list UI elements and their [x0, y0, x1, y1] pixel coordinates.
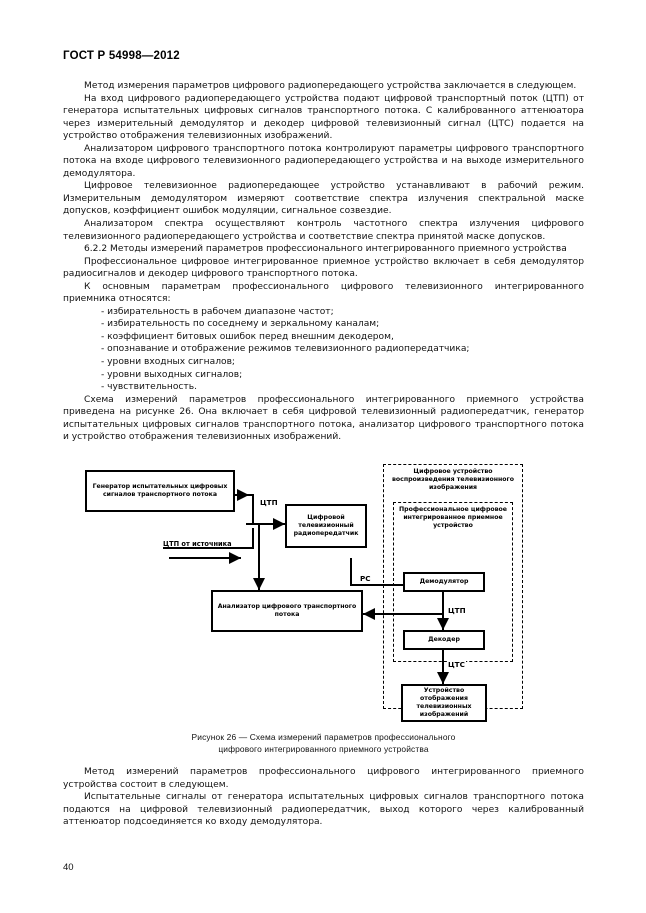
label-cts: ЦТС	[447, 660, 466, 669]
list-item: - опознавание и отображение режимов теле…	[101, 344, 470, 355]
figure-caption-line1: Рисунок 26 — Схема измерений параметров …	[191, 732, 456, 742]
receiver-label: Профессиональное цифровое интегрированно…	[399, 506, 507, 530]
page-header: ГОСТ Р 54998—2012	[63, 50, 180, 62]
paragraph: На вход цифрового радиопередающего устро…	[63, 93, 584, 142]
label-ctp-top: ЦТП	[259, 498, 279, 507]
paragraph: Схема измерений параметров профессиональ…	[63, 394, 584, 443]
list-item: - уровни входных сигналов;	[101, 357, 235, 368]
playback-device-label: Цифровое устройство воспроизведения теле…	[392, 468, 514, 492]
block-demodulator: Демодулятор	[403, 572, 485, 592]
document-body-bottom: Метод измерений параметров профессиональ…	[63, 766, 584, 829]
figure-caption: Рисунок 26 — Схема измерений параметров …	[63, 731, 584, 755]
paragraph: Метод измерений параметров профессиональ…	[63, 767, 584, 790]
paragraph: Профессиональное цифровое интегрированно…	[63, 256, 584, 280]
paragraph: Цифровое телевизионное радиопередающее у…	[63, 181, 584, 217]
block-generator: Генератор испытательных цифровых сигнало…	[85, 470, 235, 512]
block-display: Устройство отображения телевизионных изо…	[401, 684, 487, 722]
paragraph: К основным параметрам профессионального …	[63, 281, 584, 305]
figure-caption-line2: цифрового интегрированного приемного уст…	[218, 744, 429, 754]
paragraph: Анализатором цифрового транспортного пот…	[63, 143, 584, 179]
list-item: - избирательность в рабочем диапазоне ча…	[101, 306, 334, 317]
list-item: - чувствительность.	[101, 382, 197, 393]
block-transmitter: Цифровой телевизионный радиопередатчик	[285, 504, 367, 548]
paragraph: Метод измерения параметров цифрового рад…	[84, 81, 577, 91]
block-analyzer: Анализатор цифрового транспортного поток…	[211, 590, 363, 632]
list-item: - избирательность по соседнему и зеркаль…	[101, 319, 380, 330]
label-source-input: ЦТП от источника	[163, 540, 232, 548]
figure-26: Цифровое устройство воспроизведения теле…	[63, 462, 584, 722]
diagram-connectors	[163, 489, 459, 684]
list-item: - уровни выходных сигналов;	[101, 369, 243, 380]
paragraph: Анализатором спектра осуществляют контро…	[63, 219, 584, 242]
list-item: - коэффициент битовых ошибок перед внешн…	[101, 331, 394, 342]
document-body: Метод измерения параметров цифрового рад…	[63, 80, 584, 444]
block-diagram: Цифровое устройство воспроизведения теле…	[63, 462, 584, 722]
label-rc: РС	[359, 574, 372, 583]
page-number: 40	[63, 862, 74, 873]
parameter-list: - избирательность в рабочем диапазоне ча…	[63, 306, 584, 394]
section-heading-6-2-2: 6.2.2 Методы измерений параметров профес…	[84, 244, 567, 255]
paragraph: Испытательные сигналы от генератора испы…	[63, 792, 584, 828]
label-ctp-mid: ЦТП	[447, 606, 467, 615]
block-decoder: Декодер	[403, 630, 485, 650]
